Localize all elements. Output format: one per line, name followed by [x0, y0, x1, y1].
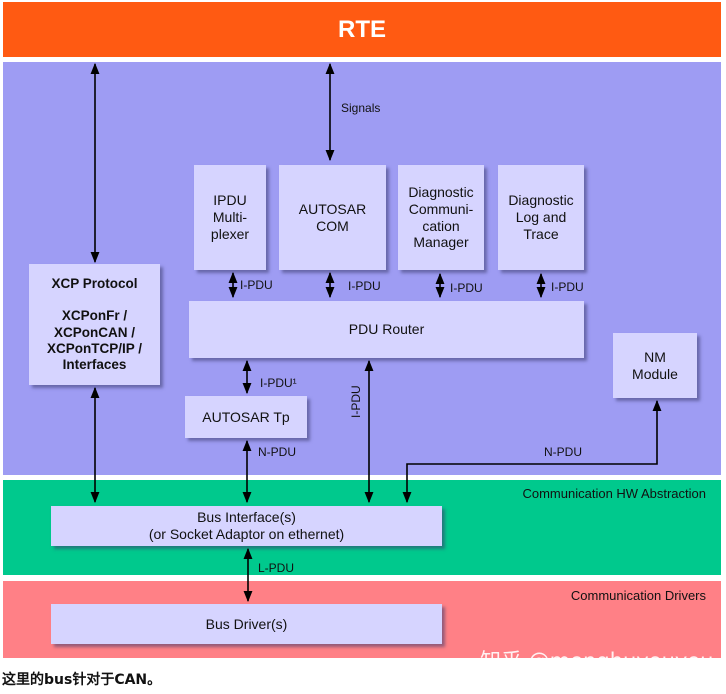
lpdu-label: L-PDU — [258, 561, 295, 575]
ipdu-label-dlt: I-PDU — [551, 280, 584, 294]
ipdu-label-dcm: I-PDU — [450, 281, 483, 295]
npdu-nm-label: N-PDU — [544, 445, 582, 459]
drivers-label: Communication Drivers — [570, 588, 706, 603]
npdu-tp-label: N-PDU — [258, 445, 296, 459]
bus-driver-box: Bus Driver(s) — [51, 604, 442, 644]
ipdu-multiplexer-box: IPDU Multi- plexer — [194, 165, 266, 270]
ipdu-vertical-label: I-PDU — [349, 385, 363, 418]
footer-note: 这里的bus针对于CAN。 — [2, 672, 162, 688]
xcp-protocol-box: XCP Protocol XCPonFr / XCPonCAN / XCPonT… — [29, 264, 160, 385]
pdu-router-box: PDU Router — [189, 301, 584, 358]
ipdu-tp-label: I-PDU¹ — [260, 376, 297, 390]
rte-label: RTE — [338, 15, 386, 43]
autosar-tp-box: AUTOSAR Tp — [185, 396, 307, 438]
diagnostic-communication-manager-box: Diagnostic Communi- cation Manager — [398, 165, 484, 270]
rte-layer: RTE — [3, 2, 721, 57]
bus-interface-box: Bus Interface(s) (or Socket Adaptor on e… — [51, 506, 442, 546]
diagnostic-log-and-trace-box: Diagnostic Log and Trace — [498, 165, 584, 270]
watermark: 知乎 @menghuyouyou — [480, 649, 714, 673]
ipdu-label-mux: I-PDU — [240, 278, 273, 292]
signals-label: Signals — [341, 101, 381, 115]
autosar-com-box: AUTOSAR COM — [279, 165, 386, 270]
nm-businterface-arrow — [402, 399, 662, 504]
nm-module-box: NM Module — [613, 333, 697, 398]
ipdu-label-com: I-PDU — [348, 279, 381, 293]
